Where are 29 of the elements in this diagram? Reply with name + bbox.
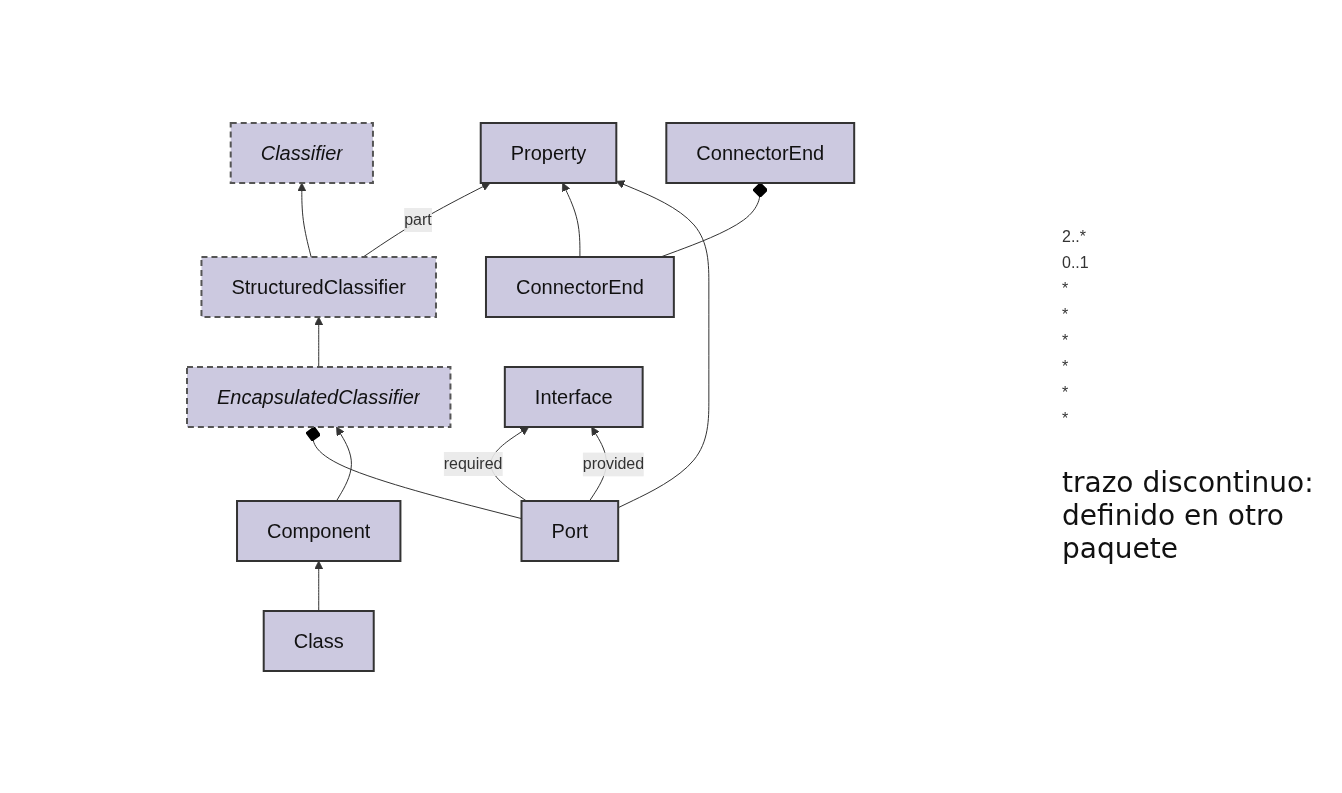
node-box: Class	[263, 609, 376, 672]
node-box: ConnectorEnd	[665, 121, 856, 184]
multiplicity-label: *	[1062, 332, 1070, 350]
node-box: EncapsulatedClassifier	[186, 365, 452, 428]
multiplicity-label: *	[1062, 384, 1070, 402]
multiplicity-label: *	[1062, 358, 1070, 376]
arrow	[336, 426, 353, 501]
multiplicity-label: *	[1062, 306, 1070, 324]
multiplicity-label: *	[1062, 410, 1070, 428]
multiplicity-label: 0..1	[1062, 254, 1090, 272]
node-box: Port	[520, 499, 620, 562]
node-box: Interface	[504, 365, 645, 428]
arrow	[616, 179, 710, 508]
arrow	[314, 560, 324, 611]
node-box: Property	[480, 121, 618, 184]
edge-label: required	[444, 454, 503, 472]
arrow	[297, 182, 313, 257]
edge-label: provided	[583, 454, 645, 472]
arrow	[363, 182, 491, 257]
arrow	[314, 316, 324, 367]
multiplicity-label: 2..*	[1062, 228, 1087, 246]
node-box: Classifier	[230, 121, 375, 184]
edge-label: part	[404, 210, 433, 228]
node-box: Component	[236, 499, 402, 562]
node-box: StructuredClassifier	[200, 255, 438, 318]
multiplicity-label: *	[1062, 280, 1070, 298]
node-box: ConnectorEnd	[485, 255, 676, 318]
arrow	[562, 182, 581, 257]
note-text: trazo discontinuo: definido en otro paquete	[1062, 466, 1315, 565]
